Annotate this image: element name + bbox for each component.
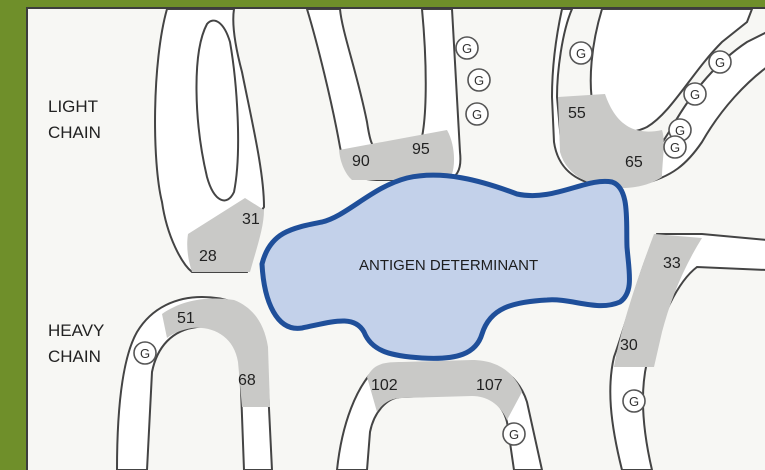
glycine-marker: G bbox=[466, 103, 488, 125]
svg-text:G: G bbox=[670, 140, 680, 155]
antibody-diagram: LIGHT CHAIN HEAVY CHAIN ANTIGEN DETERMIN… bbox=[28, 9, 765, 470]
glycine-marker: G bbox=[503, 423, 525, 445]
heavy-chain-label-line2: CHAIN bbox=[48, 347, 101, 366]
light-chain-loop-3 bbox=[552, 9, 765, 188]
residue-95: 95 bbox=[412, 141, 430, 158]
residue-33: 33 bbox=[663, 255, 681, 272]
glycine-marker: G bbox=[684, 83, 706, 105]
svg-text:G: G bbox=[576, 46, 586, 61]
residue-30: 30 bbox=[620, 337, 638, 354]
light-chain-loop-1 bbox=[155, 9, 264, 272]
svg-text:G: G bbox=[690, 87, 700, 102]
heavy-chain-label-line1: HEAVY bbox=[48, 321, 104, 340]
glycine-marker: G bbox=[570, 42, 592, 64]
antigen-determinant-label: ANTIGEN DETERMINANT bbox=[359, 257, 538, 274]
heavy-chain-loop-2 bbox=[337, 360, 542, 470]
diagram-panel: LIGHT CHAIN HEAVY CHAIN ANTIGEN DETERMIN… bbox=[26, 7, 765, 470]
svg-text:G: G bbox=[472, 107, 482, 122]
residue-102: 102 bbox=[371, 377, 398, 394]
glycine-marker: G bbox=[456, 37, 478, 59]
residue-51: 51 bbox=[177, 310, 195, 327]
glycine-marker: G bbox=[623, 390, 645, 412]
glycine-marker: G bbox=[664, 136, 686, 158]
glycine-marker: G bbox=[468, 69, 490, 91]
svg-text:G: G bbox=[715, 55, 725, 70]
residue-107: 107 bbox=[476, 377, 503, 394]
svg-text:G: G bbox=[509, 427, 519, 442]
light-chain-label-line1: LIGHT bbox=[48, 97, 98, 116]
svg-text:G: G bbox=[140, 346, 150, 361]
residue-65: 65 bbox=[625, 154, 643, 171]
residue-31: 31 bbox=[242, 211, 260, 228]
glycine-marker: G bbox=[134, 342, 156, 364]
residue-28: 28 bbox=[199, 248, 217, 265]
residue-90: 90 bbox=[352, 153, 370, 170]
glycine-marker: G bbox=[709, 51, 731, 73]
svg-text:G: G bbox=[474, 73, 484, 88]
residue-55: 55 bbox=[568, 105, 586, 122]
svg-text:G: G bbox=[462, 41, 472, 56]
residue-68: 68 bbox=[238, 372, 256, 389]
light-chain-loop-2 bbox=[307, 9, 460, 180]
light-chain-label-line2: CHAIN bbox=[48, 123, 101, 142]
svg-text:G: G bbox=[629, 394, 639, 409]
